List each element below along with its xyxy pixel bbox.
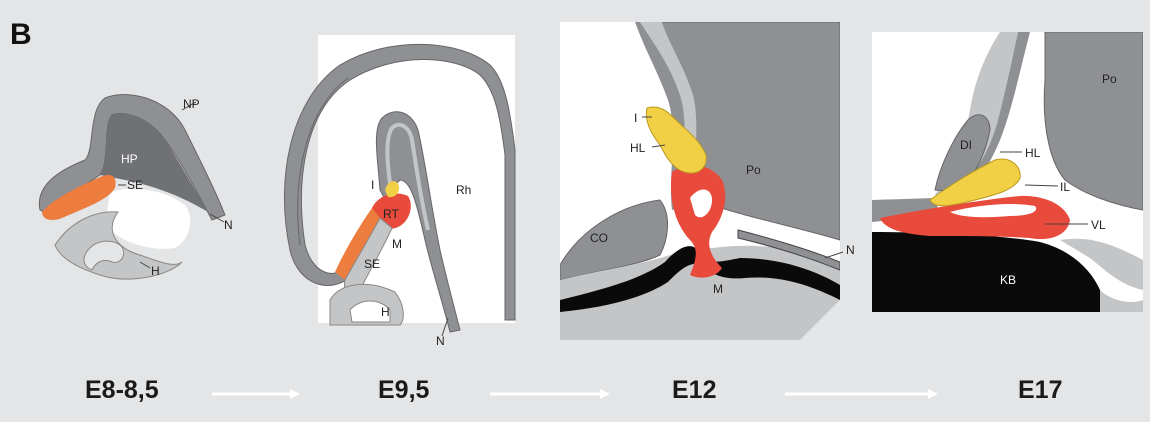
label-m: M: [713, 282, 723, 296]
label-h: H: [151, 264, 160, 278]
label-hl: HL: [630, 141, 646, 155]
stage-label-4: E17: [1018, 376, 1062, 404]
label-rt: RT: [383, 207, 399, 221]
label-rh: Rh: [456, 183, 471, 197]
label-il: IL: [1060, 180, 1070, 194]
panel-letter: B: [10, 18, 32, 51]
label-se: SE: [127, 178, 143, 192]
stage-label-2: E9,5: [378, 376, 430, 404]
label-n: N: [436, 334, 445, 348]
label-kb: KB: [1000, 273, 1016, 287]
label-m: M: [392, 237, 402, 251]
label-co: CO: [590, 231, 608, 245]
label-hl: HL: [1025, 146, 1041, 160]
label-i: I: [634, 111, 637, 125]
label-po: Po: [1102, 72, 1117, 86]
stage-3-drawing: I HL Po CO N M: [560, 22, 855, 342]
label-np: NP: [183, 97, 200, 111]
label-di: DI: [960, 138, 972, 152]
label-h: H: [381, 305, 390, 319]
label-se: SE: [364, 257, 380, 271]
label-vl: VL: [1091, 218, 1106, 232]
label-hp: HP: [121, 152, 138, 166]
stage-label-1: E8-8,5: [85, 376, 159, 404]
stage-4-drawing: Po DI HL IL VL KB: [872, 32, 1143, 312]
stage-2-drawing: I RT Rh M SE H N: [284, 35, 515, 348]
label-po: Po: [746, 163, 761, 177]
label-i: I: [371, 178, 374, 192]
label-n: N: [224, 218, 233, 232]
stage-label-3: E12: [672, 376, 716, 404]
label-n: N: [846, 243, 855, 257]
